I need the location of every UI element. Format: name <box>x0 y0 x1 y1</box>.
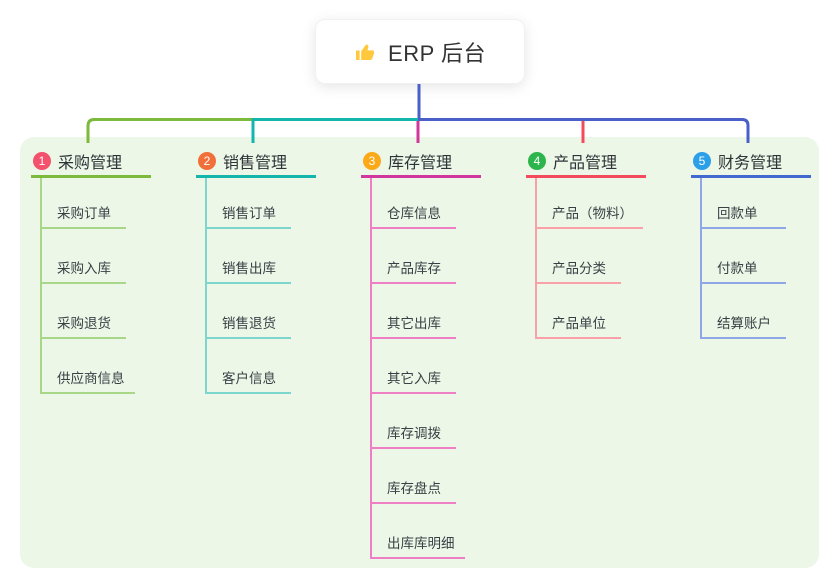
branch-node-3[interactable]: 3 库存管理 <box>361 146 481 178</box>
child-node[interactable]: 其它出库 <box>370 303 456 339</box>
child-label: 销售退货 <box>222 315 276 331</box>
child-label: 出库库明细 <box>387 535 455 551</box>
child-node[interactable]: 采购入库 <box>40 248 126 284</box>
child-label: 销售订单 <box>222 205 276 221</box>
child-label: 采购订单 <box>57 205 111 221</box>
child-node[interactable]: 结算账户 <box>700 303 786 339</box>
child-label: 产品单位 <box>552 315 606 331</box>
branch-spine-line <box>700 178 702 339</box>
child-node[interactable]: 产品单位 <box>535 303 621 339</box>
thumbs-up-icon <box>356 44 375 60</box>
branch-number-badge: 5 <box>693 151 711 170</box>
child-label: 结算账户 <box>717 315 771 331</box>
branch-number-badge: 4 <box>528 151 546 170</box>
branch-spine-line <box>40 178 42 394</box>
child-label: 付款单 <box>717 260 758 276</box>
branch-label: 库存管理 <box>388 154 453 172</box>
child-node[interactable]: 客户信息 <box>205 358 291 394</box>
branch-label: 销售管理 <box>223 154 288 172</box>
branch-node-2[interactable]: 2 销售管理 <box>196 146 316 178</box>
child-label: 回款单 <box>717 205 758 221</box>
root-title: ERP 后台 <box>388 40 486 66</box>
child-label: 仓库信息 <box>387 205 441 221</box>
child-label: 其它出库 <box>387 315 441 331</box>
child-node[interactable]: 仓库信息 <box>370 193 456 229</box>
branch-spine-line <box>535 178 537 339</box>
branch-number-badge: 2 <box>198 151 216 170</box>
child-label: 库存调拨 <box>387 425 441 441</box>
child-label: 库存盘点 <box>387 480 441 496</box>
branch-number-badge: 3 <box>363 151 381 170</box>
child-node[interactable]: 出库库明细 <box>370 523 465 559</box>
child-label: 采购入库 <box>57 260 111 276</box>
child-node[interactable]: 产品库存 <box>370 248 456 284</box>
branch-spine-line <box>370 178 372 559</box>
branch-node-1[interactable]: 1 采购管理 <box>31 146 151 178</box>
branch-node-5[interactable]: 5 财务管理 <box>691 146 811 178</box>
branch-label: 产品管理 <box>553 154 618 172</box>
child-node[interactable]: 销售退货 <box>205 303 291 339</box>
child-label: 产品库存 <box>387 260 441 276</box>
branches-panel <box>20 137 819 568</box>
child-node[interactable]: 回款单 <box>700 193 786 229</box>
child-node[interactable]: 采购退货 <box>40 303 126 339</box>
child-label: 采购退货 <box>57 315 111 331</box>
child-label: 产品分类 <box>552 260 606 276</box>
child-node[interactable]: 供应商信息 <box>40 358 135 394</box>
child-node[interactable]: 付款单 <box>700 248 786 284</box>
child-node[interactable]: 销售订单 <box>205 193 291 229</box>
child-node[interactable]: 其它入库 <box>370 358 456 394</box>
child-node[interactable]: 产品（物料） <box>535 193 643 229</box>
child-label: 销售出库 <box>222 260 276 276</box>
branch-node-4[interactable]: 4 产品管理 <box>526 146 646 178</box>
child-label: 产品（物料） <box>552 205 633 221</box>
child-node[interactable]: 库存调拨 <box>370 413 456 449</box>
child-label: 供应商信息 <box>57 370 125 386</box>
root-node-erp[interactable]: ERP 后台 <box>315 19 525 84</box>
child-node[interactable]: 销售出库 <box>205 248 291 284</box>
child-node[interactable]: 产品分类 <box>535 248 621 284</box>
child-node[interactable]: 采购订单 <box>40 193 126 229</box>
branch-label: 采购管理 <box>58 154 123 172</box>
child-label: 其它入库 <box>387 370 441 386</box>
child-node[interactable]: 库存盘点 <box>370 468 456 504</box>
branch-spine-line <box>205 178 207 394</box>
branch-label: 财务管理 <box>718 154 783 172</box>
branch-number-badge: 1 <box>33 151 51 170</box>
child-label: 客户信息 <box>222 370 276 386</box>
